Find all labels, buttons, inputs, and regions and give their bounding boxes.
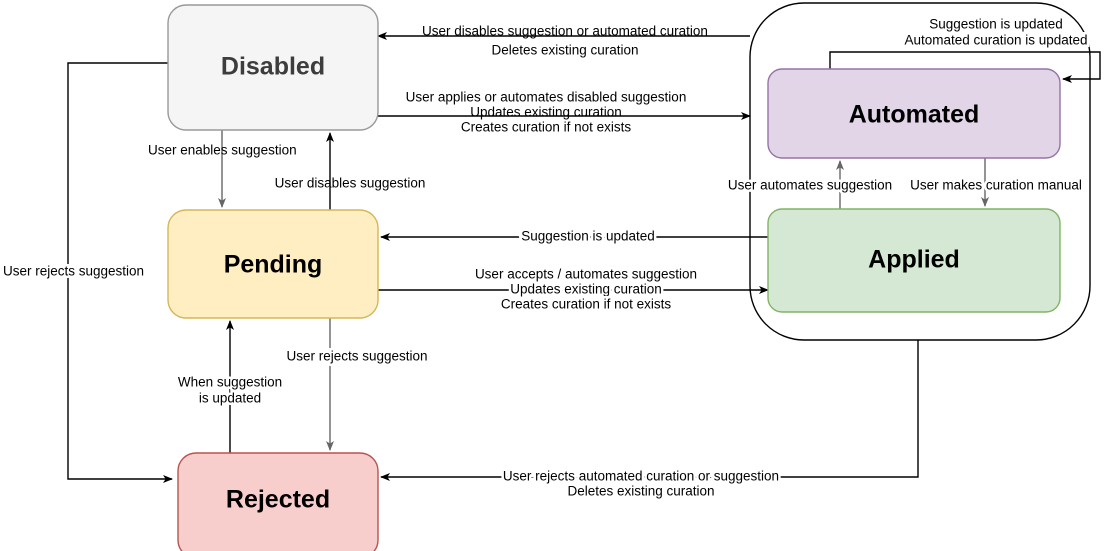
edge-pending-to-disabled: User disables suggestion bbox=[275, 132, 426, 210]
edge-label-line-1: User applies or automates disabled sugge… bbox=[406, 90, 687, 105]
edge-pending-to-applied: User accepts / automates suggestion Upda… bbox=[378, 264, 769, 314]
state-label-pending: Pending bbox=[224, 251, 323, 279]
edge-label-line-1: Suggestion is updated bbox=[929, 17, 1063, 32]
edge-label-line-1: User enables suggestion bbox=[148, 143, 297, 158]
edge-applied-automated-to-disabled: User disables suggestion or automated cu… bbox=[377, 24, 750, 58]
edge-applied-to-automated: User automates suggestion bbox=[725, 160, 895, 209]
edge-label-line-1: User automates suggestion bbox=[728, 178, 892, 193]
state-node-pending[interactable]: Pending bbox=[167, 209, 379, 319]
edge-label-line-2: is updated bbox=[199, 391, 261, 406]
edge-rejected-to-disabled: User rejects suggestion bbox=[1, 62, 173, 483]
state-node-disabled[interactable]: Disabled bbox=[167, 4, 379, 131]
state-label-applied: Applied bbox=[868, 246, 960, 274]
state-label-disabled: Disabled bbox=[221, 53, 325, 81]
edge-label-line-1: User rejects suggestion bbox=[3, 264, 144, 279]
edge-label-line-2: Updates existing curation bbox=[470, 105, 622, 120]
state-node-automated[interactable]: Automated bbox=[767, 68, 1061, 159]
edge-label-line-1: User disables suggestion bbox=[275, 176, 426, 191]
edge-label-line-2: Automated curation is updated bbox=[904, 33, 1087, 48]
state-box-automated[interactable] bbox=[767, 68, 1061, 159]
edge-label-line-2: Deletes existing curation bbox=[491, 43, 638, 58]
edge-label-line-1: User makes curation manual bbox=[910, 178, 1082, 193]
state-label-rejected: Rejected bbox=[226, 486, 330, 514]
state-node-applied[interactable]: Applied bbox=[767, 208, 1061, 313]
edge-rejected-to-pending: When suggestion is updated bbox=[175, 320, 285, 453]
edge-pending-to-rejected: User rejects suggestion bbox=[284, 318, 430, 451]
state-box-rejected[interactable] bbox=[177, 452, 379, 551]
edge-disabled-to-pending: User enables suggestion bbox=[148, 130, 297, 208]
edge-automated-to-applied: User makes curation manual bbox=[908, 158, 1084, 207]
edge-automated-self-loop: Suggestion is updated Automated curation… bbox=[829, 14, 1101, 83]
edge-applied-to-pending: Suggestion is updated bbox=[380, 226, 768, 246]
edge-label-line-1: User accepts / automates suggestion bbox=[475, 267, 697, 282]
edge-label-line-1: When suggestion bbox=[178, 375, 282, 390]
edge-label-line-2: Updates existing curation bbox=[510, 282, 662, 297]
edge-label-line-3: Creates curation if not exists bbox=[501, 297, 672, 312]
edge-label-line-1: User rejects automated curation or sugge… bbox=[503, 469, 779, 484]
state-box-disabled[interactable] bbox=[167, 4, 379, 131]
edge-disabled-to-applied-automated: User applies or automates disabled sugge… bbox=[378, 90, 751, 135]
state-box-pending[interactable] bbox=[167, 209, 379, 319]
edge-curation-to-rejected: User rejects automated curation or sugge… bbox=[380, 340, 919, 501]
edge-label-line-2: Deletes existing curation bbox=[567, 484, 714, 499]
edge-label-line-1: User disables suggestion or automated cu… bbox=[422, 24, 708, 39]
curation-group-outline bbox=[749, 2, 1091, 341]
edge-label-line-3: Creates curation if not exists bbox=[461, 120, 632, 135]
state-node-rejected[interactable]: Rejected bbox=[177, 452, 379, 551]
edge-label-line-1: User rejects suggestion bbox=[286, 349, 427, 364]
state-box-applied[interactable] bbox=[767, 208, 1061, 313]
curation-group-container bbox=[749, 2, 1091, 341]
edge-label-line-1: Suggestion is updated bbox=[521, 229, 655, 244]
state-label-automated: Automated bbox=[849, 101, 980, 129]
